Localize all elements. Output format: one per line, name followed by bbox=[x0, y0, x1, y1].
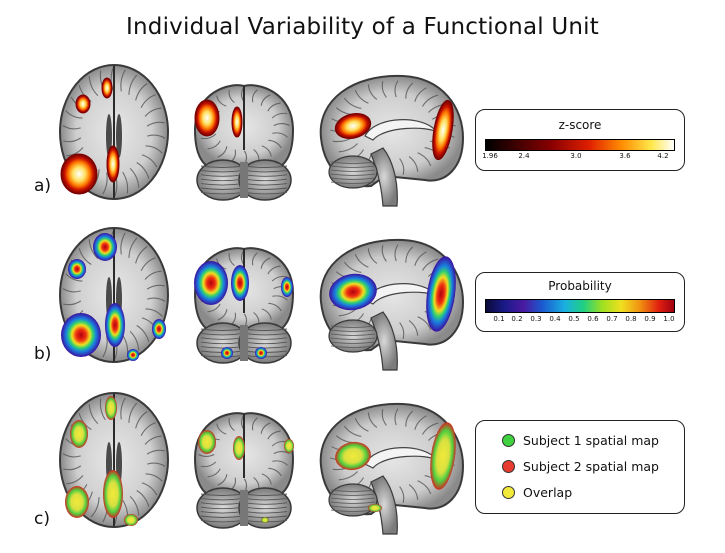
zscore-tick: 3.6 bbox=[619, 152, 631, 160]
row-label-c: c) bbox=[34, 509, 50, 529]
coronal-slice-a bbox=[193, 84, 295, 201]
legend-label: Subject 2 spatial map bbox=[523, 459, 659, 474]
zscore-legend-title: z-score bbox=[558, 118, 602, 132]
probability-tick: 0.8 bbox=[625, 315, 637, 323]
legend-item-subject-2: Subject 2 spatial map bbox=[502, 459, 659, 474]
legend-item-overlap: Overlap bbox=[502, 485, 572, 500]
probability-tick: 0.2 bbox=[511, 315, 523, 323]
yellow-dot-icon bbox=[502, 486, 515, 499]
green-dot-icon bbox=[502, 434, 515, 447]
probability-tick: 0.6 bbox=[587, 315, 599, 323]
zscore-legend: z-score 1.96 2.4 3.0 3.6 4.2 bbox=[475, 109, 685, 171]
probability-tick: 0.4 bbox=[549, 315, 561, 323]
probability-tick: 1.0 bbox=[663, 315, 675, 323]
probability-legend-title: Probability bbox=[548, 279, 612, 293]
coronal-slice-b bbox=[193, 247, 295, 364]
probability-tick: 0.5 bbox=[568, 315, 580, 323]
zscore-tick: 2.4 bbox=[518, 152, 530, 160]
legend-label: Subject 1 spatial map bbox=[523, 433, 659, 448]
probability-tick: 0.9 bbox=[644, 315, 656, 323]
sagittal-slice-b bbox=[319, 238, 465, 371]
probability-legend: Probability 0.1 0.2 0.3 0.4 0.5 0.6 0.7 … bbox=[475, 272, 685, 332]
probability-tick: 0.1 bbox=[493, 315, 505, 323]
zscore-tick: 4.2 bbox=[657, 152, 669, 160]
sagittal-slice-c bbox=[319, 402, 465, 535]
probability-colorbar bbox=[485, 299, 675, 313]
overlap-legend: Subject 1 spatial map Subject 2 spatial … bbox=[475, 420, 685, 514]
probability-tick: 0.7 bbox=[606, 315, 618, 323]
legend-label: Overlap bbox=[523, 485, 573, 500]
axial-slice-c bbox=[59, 392, 169, 528]
axial-slice-a bbox=[59, 64, 169, 200]
sagittal-slice-a bbox=[319, 74, 465, 207]
zscore-tick: 3.0 bbox=[570, 152, 582, 160]
row-label-a: a) bbox=[34, 176, 52, 196]
row-label-b: b) bbox=[34, 344, 52, 364]
legend-item-subject-1: Subject 1 spatial map bbox=[502, 433, 659, 448]
coronal-slice-c bbox=[193, 412, 295, 529]
probability-tick: 0.3 bbox=[530, 315, 542, 323]
figure-title: Individual Variability of a Functional U… bbox=[126, 14, 599, 40]
zscore-colorbar bbox=[485, 139, 675, 151]
axial-slice-b bbox=[59, 227, 169, 363]
red-dot-icon bbox=[502, 460, 515, 473]
zscore-tick: 1.96 bbox=[482, 152, 498, 160]
